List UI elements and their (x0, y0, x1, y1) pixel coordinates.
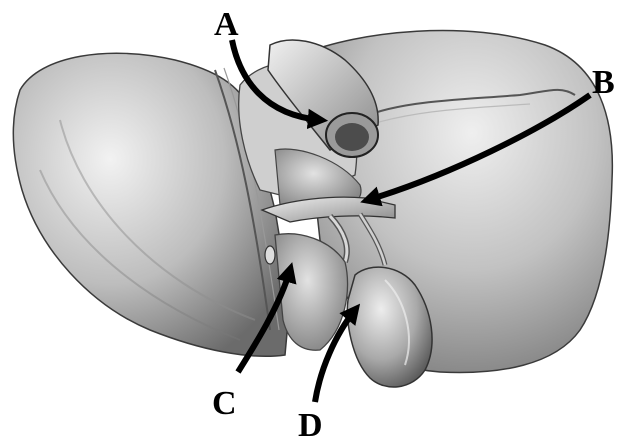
label-b: B (592, 64, 615, 101)
label-d: D (298, 407, 323, 439)
label-a: A (214, 6, 239, 43)
label-c: C (212, 385, 237, 422)
